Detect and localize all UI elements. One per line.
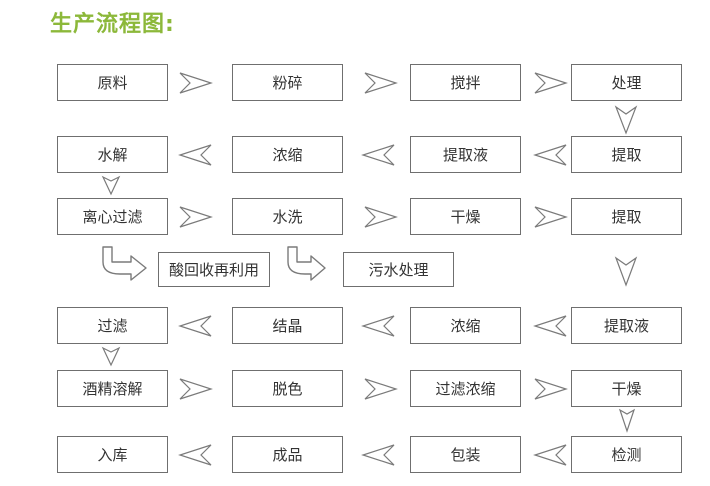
step-crushing: 粉碎 <box>232 64 343 101</box>
arrow-left-icon <box>178 144 212 166</box>
arrow-left-icon <box>533 444 567 466</box>
arrow-right-icon <box>179 206 213 228</box>
u-turn-arrow-icon <box>102 246 147 281</box>
step-packaging: 包装 <box>410 436 521 473</box>
step-extract-liquid-2: 提取液 <box>571 307 682 344</box>
step-warehousing: 入库 <box>57 436 168 473</box>
arrow-right-icon <box>364 378 398 400</box>
arrow-left-icon <box>361 315 395 337</box>
arrow-left-icon <box>533 315 567 337</box>
arrow-left-icon <box>178 315 212 337</box>
step-acid-recovery: 酸回收再利用 <box>158 252 270 287</box>
step-raw-material: 原料 <box>57 64 168 101</box>
step-decolorization: 脱色 <box>232 370 343 407</box>
arrow-right-icon <box>364 72 398 94</box>
arrow-right-icon <box>179 378 213 400</box>
step-centrifugal-filtration: 离心过滤 <box>57 198 168 235</box>
page-title: 生产流程图: <box>50 12 175 37</box>
u-turn-arrow-icon <box>287 246 326 281</box>
step-inspection: 检测 <box>571 436 682 473</box>
step-extract-liquid-1: 提取液 <box>410 136 521 173</box>
arrow-down-icon <box>618 408 636 433</box>
step-alcohol-dissolution: 酒精溶解 <box>57 370 168 407</box>
step-concentration-2: 浓缩 <box>410 307 521 344</box>
step-stirring: 搅拌 <box>410 64 521 101</box>
step-extraction-1: 提取 <box>571 136 682 173</box>
arrow-left-icon <box>178 444 212 466</box>
step-hydrolysis: 水解 <box>57 136 168 173</box>
arrow-right-icon <box>179 72 213 94</box>
arrow-down-icon <box>614 256 638 287</box>
step-concentration-1: 浓缩 <box>232 136 343 173</box>
arrow-right-icon <box>534 206 568 228</box>
step-extraction-2: 提取 <box>571 198 682 235</box>
arrow-down-icon <box>101 175 121 196</box>
arrow-down-icon <box>101 346 121 367</box>
arrow-right-icon <box>364 206 398 228</box>
step-drying-2: 干燥 <box>571 370 682 407</box>
step-treatment: 处理 <box>571 64 682 101</box>
step-water-wash: 水洗 <box>232 198 343 235</box>
arrow-left-icon <box>533 144 567 166</box>
step-filter-concentrate: 过滤浓缩 <box>410 370 521 407</box>
step-finished-product: 成品 <box>232 436 343 473</box>
arrow-down-icon <box>614 105 638 135</box>
arrow-left-icon <box>361 444 395 466</box>
step-wastewater-treatment: 污水处理 <box>343 252 454 287</box>
step-crystallization: 结晶 <box>232 307 343 344</box>
arrow-right-icon <box>534 378 568 400</box>
step-filtration: 过滤 <box>57 307 168 344</box>
arrow-left-icon <box>361 144 395 166</box>
arrow-right-icon <box>534 72 568 94</box>
step-drying-1: 干燥 <box>410 198 521 235</box>
